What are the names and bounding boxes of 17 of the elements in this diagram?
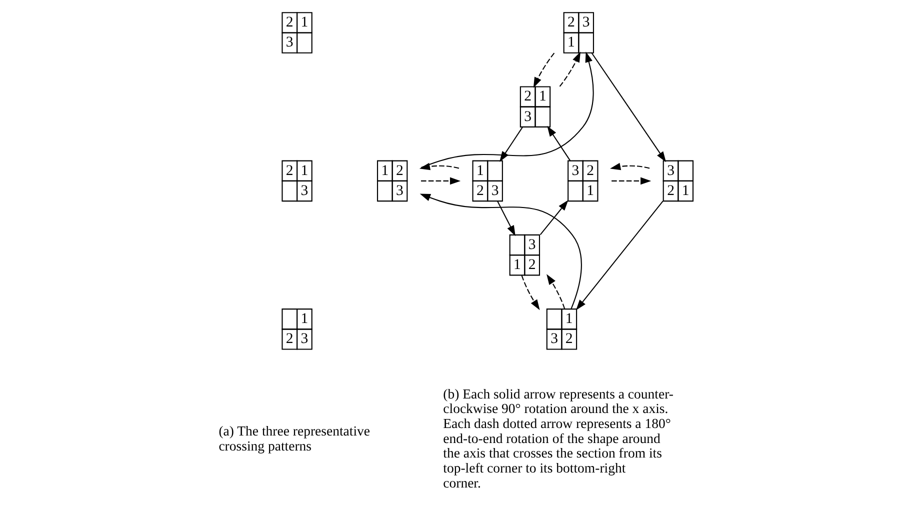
- arrow: [609, 162, 650, 170]
- arrow: [532, 52, 554, 88]
- arrow: [539, 200, 568, 235]
- arrow: [575, 200, 663, 310]
- label: (b) Each solid arrow represents a counter-clockwise 90° rotation around the x axis. Each dash dotted arrow represents a 180° end-to-end rotation of the shape around the axis that crosses the section from its top-left corner to its bottom-right corner.: [442, 386, 673, 490]
- arrow: [496, 201, 515, 236]
- arrow: [520, 275, 540, 310]
- arrow: [590, 52, 666, 162]
- arrow: [419, 194, 582, 310]
- label: (a) The three representative crossing patterns: [218, 423, 370, 454]
- arrow: [420, 52, 594, 168]
- arrow: [558, 52, 580, 87]
- arrow: [420, 177, 460, 185]
- arrow: [546, 274, 565, 309]
- arrow: [418, 162, 459, 170]
- arrow: [611, 177, 651, 185]
- arrow: [546, 126, 570, 161]
